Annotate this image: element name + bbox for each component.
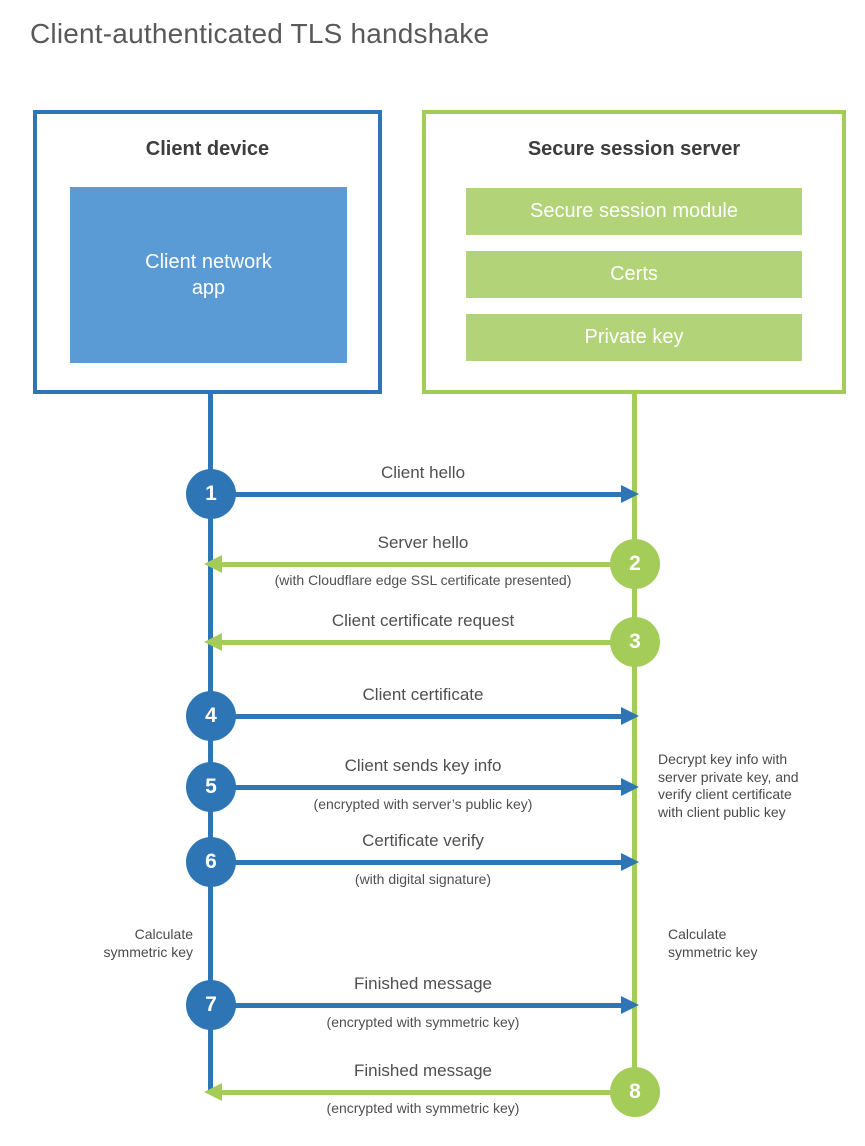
step-3-arrow (221, 640, 635, 645)
private-key-bar: Private key (466, 314, 802, 361)
step-5-label: Client sends key info (344, 756, 502, 775)
step-2-sublabel: (with Cloudflare edge SSL certificate pr… (274, 572, 572, 588)
step-4-arrowhead-icon (621, 707, 639, 725)
step-7-arrowhead-icon (621, 996, 639, 1014)
page-title: Client-authenticated TLS handshake (30, 18, 490, 49)
step-1-arrow (211, 492, 623, 497)
client-device-title: Client device (145, 138, 270, 160)
secure-session-module-bar: Secure session module (466, 188, 802, 235)
client-device-box: Client device Client network app (33, 110, 382, 394)
step-3-label: Client certificate request (331, 611, 515, 630)
step-6-arrow (211, 860, 623, 865)
step-4-arrow (211, 714, 623, 719)
step-5-circle: 5 (186, 762, 236, 812)
step-2-label: Server hello (377, 533, 469, 552)
step-7-circle: 7 (186, 980, 236, 1030)
step-8-arrowhead-icon (204, 1083, 222, 1101)
client-lifeline (208, 394, 213, 1092)
secure-session-server-box: Secure session server Secure session mod… (422, 110, 846, 394)
step-7-sublabel: (encrypted with symmetric key) (326, 1014, 520, 1030)
step-7-label: Finished message (354, 974, 492, 993)
step-2-arrowhead-icon (204, 555, 222, 573)
step-3-circle: 3 (610, 617, 660, 667)
step-2-circle: 2 (610, 539, 660, 589)
client-network-app-box: Client network app (70, 187, 347, 363)
step-5-arrowhead-icon (621, 778, 639, 796)
step-8-circle: 8 (610, 1067, 660, 1117)
server-lifeline (632, 394, 637, 1092)
step-2-arrow (221, 562, 635, 567)
calculate-symmetric-key-note-server: Calculate symmetric key (668, 926, 758, 960)
step-5-arrow (211, 785, 623, 790)
secure-session-server-title: Secure session server (527, 138, 741, 160)
step-4-label: Client certificate (362, 685, 484, 704)
step-1-circle: 1 (186, 469, 236, 519)
step-3-arrowhead-icon (204, 633, 222, 651)
step-7-arrow (211, 1003, 623, 1008)
step-8-sublabel: (encrypted with symmetric key) (326, 1100, 520, 1116)
step-8-label: Finished message (354, 1061, 492, 1080)
step-4-circle: 4 (186, 691, 236, 741)
step-6-sublabel: (with digital signature) (354, 871, 492, 887)
step-6-label: Certificate verify (362, 831, 484, 850)
calculate-symmetric-key-note-client: Calculate symmetric key (103, 926, 193, 960)
decrypt-key-note: Decrypt key info with server private key… (658, 751, 799, 820)
step-8-arrow (221, 1090, 635, 1095)
step-1-label: Client hello (380, 463, 466, 482)
certs-bar: Certs (466, 251, 802, 298)
step-6-circle: 6 (186, 837, 236, 887)
step-5-sublabel: (encrypted with server’s public key) (313, 796, 533, 812)
step-1-arrowhead-icon (621, 485, 639, 503)
step-6-arrowhead-icon (621, 853, 639, 871)
